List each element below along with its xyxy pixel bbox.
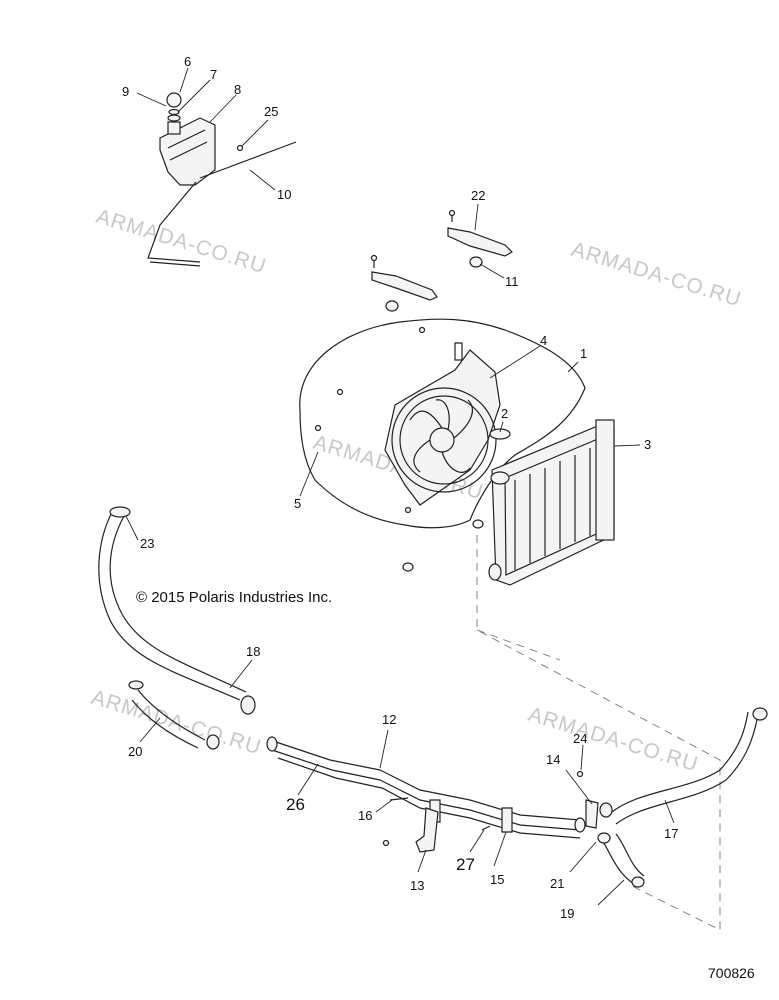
callout-15: 15 <box>490 872 504 887</box>
radiator-bracket <box>370 254 438 312</box>
watermark: ARMADA-CO.RU <box>89 686 265 760</box>
callout-24: 24 <box>573 731 587 746</box>
overflow-tube <box>199 141 297 179</box>
bolt <box>389 797 409 801</box>
callout-7: 7 <box>210 67 217 82</box>
callout-16: 16 <box>358 808 372 823</box>
watermark: ARMADA-CO.RU <box>94 205 270 279</box>
callout-6: 6 <box>184 54 191 69</box>
copyright-notice: © 2015 Polaris Industries Inc. <box>136 589 332 606</box>
bypass-hose <box>128 680 220 750</box>
radiator <box>488 419 615 586</box>
callout-8: 8 <box>234 82 241 97</box>
callout-3: 3 <box>644 437 651 452</box>
grommet <box>336 388 344 396</box>
callout-13: 13 <box>410 878 424 893</box>
callout-14: 14 <box>546 752 560 767</box>
callout-23: 23 <box>140 536 154 551</box>
screw <box>576 770 584 778</box>
tie <box>481 825 491 831</box>
callout-2: 2 <box>501 406 508 421</box>
grommet <box>314 424 322 432</box>
watermark: ARMADA-CO.RU <box>569 238 745 312</box>
callout-17: 17 <box>664 826 678 841</box>
callout-4: 4 <box>540 333 547 348</box>
coolant-reservoir <box>159 92 216 186</box>
grommet <box>489 428 511 440</box>
callout-12: 12 <box>382 712 396 727</box>
outlet-hose <box>597 832 645 888</box>
callouts: 1 2 3 4 5 6 7 8 9 10 11 12 13 14 15 16 1… <box>122 54 678 921</box>
callout-22: 22 <box>471 188 485 203</box>
callout-18: 18 <box>246 644 260 659</box>
callout-11: 11 <box>505 274 519 289</box>
overflow-tube <box>147 181 201 263</box>
overflow-tube <box>149 261 201 267</box>
callout-1: 1 <box>580 346 587 361</box>
callout-5: 5 <box>294 496 301 511</box>
callout-21: 21 <box>550 876 564 891</box>
callout-27: 27 <box>456 855 475 874</box>
grommet <box>418 326 426 334</box>
callout-26: 26 <box>286 795 305 814</box>
radiator-bracket <box>447 209 513 268</box>
screw <box>236 144 244 152</box>
drawing-number: 700826 <box>708 965 755 981</box>
lower-coolant-hose <box>599 707 768 825</box>
cooling-fan <box>384 342 501 506</box>
tube-bracket <box>415 807 439 853</box>
grommet <box>402 562 414 572</box>
upper-coolant-hose <box>98 506 256 715</box>
hose-bracket <box>585 799 599 829</box>
grommet <box>472 519 484 529</box>
grommet <box>404 506 412 514</box>
callout-20: 20 <box>128 744 142 759</box>
callout-9: 9 <box>122 84 129 99</box>
coolant-tubes <box>266 736 586 839</box>
callout-19: 19 <box>560 906 574 921</box>
callout-10: 10 <box>277 187 291 202</box>
screw <box>382 839 390 847</box>
leader-lines <box>125 67 675 906</box>
radiator-assembly-boundary <box>299 318 586 529</box>
reference-lines <box>476 535 721 931</box>
callout-25: 25 <box>264 104 278 119</box>
